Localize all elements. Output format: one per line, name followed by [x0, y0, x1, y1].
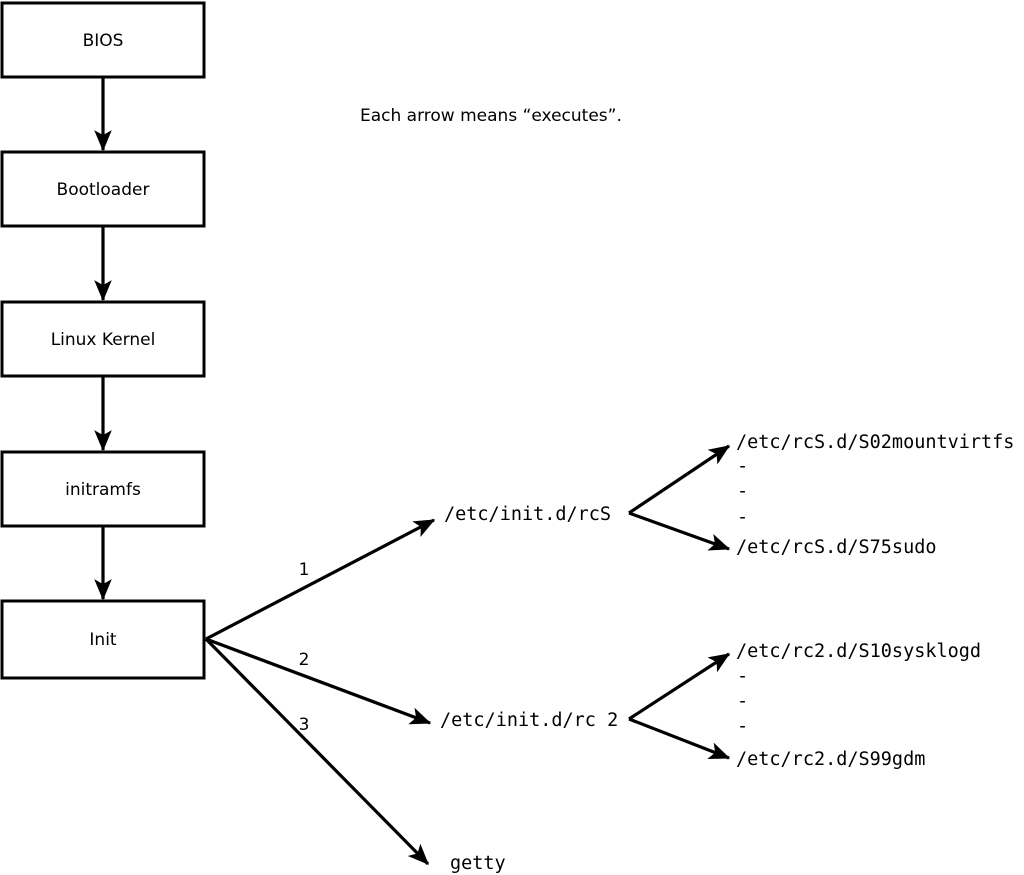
edge-rc2-to-first-script: [628, 652, 731, 721]
node-bootloader[interactable]: Bootloader: [0, 150, 206, 228]
ellipsis-dash-rc2-3: -: [737, 716, 748, 737]
node-label-bootloader: Bootloader: [57, 180, 150, 200]
node-label-bios: BIOS: [83, 31, 124, 51]
label-rcs-d-s75sudo[interactable]: /etc/rcS.d/S75sudo: [736, 537, 936, 558]
ellipsis-dash-rc2-1: -: [737, 666, 748, 687]
edge-number-3: 3: [299, 715, 310, 735]
node-bios[interactable]: BIOS: [0, 1, 206, 79]
edge-rcs-to-last-script: [628, 511, 731, 551]
node-label-initramfs: initramfs: [65, 480, 141, 500]
label-rc2-d-s99gdm[interactable]: /etc/rc2.d/S99gdm: [736, 749, 925, 770]
ellipsis-dash-rcs-3: -: [737, 507, 748, 528]
edge-rc2-to-last-script: [628, 717, 731, 760]
edge-number-1: 1: [299, 560, 310, 580]
edge-init-to-getty: [204, 637, 430, 866]
edge-number-2: 2: [299, 650, 310, 670]
node-box-init[interactable]: [0, 599, 206, 680]
ellipsis-dash-rcs-1: -: [737, 456, 748, 477]
ellipsis-dash-rc2-2: -: [737, 691, 748, 712]
ellipsis-dash-rcs-2: -: [737, 481, 748, 502]
node-label-init: Init: [89, 630, 117, 650]
label-getty[interactable]: getty: [450, 853, 506, 874]
node-box-bootloader[interactable]: [0, 150, 206, 228]
label-etc-init-d-rc2[interactable]: /etc/init.d/rc 2: [440, 710, 618, 731]
node-init[interactable]: Init: [0, 599, 206, 680]
edge-init-to-rcs: [205, 518, 436, 641]
legend-note: Each arrow means “executes”.: [360, 106, 622, 126]
edge-rcs-to-first-script: [628, 444, 731, 515]
edge-init-to-rc2: [205, 637, 432, 725]
label-rcs-d-s02mountvirtfs[interactable]: /etc/rcS.d/S02mountvirtfs: [736, 432, 1014, 453]
label-etc-init-d-rcs[interactable]: /etc/init.d/rcS: [444, 504, 611, 525]
label-rc2-d-s10sysklogd[interactable]: /etc/rc2.d/S10sysklogd: [736, 641, 981, 662]
node-label-linux-kernel: Linux Kernel: [51, 330, 156, 350]
node-box-initramfs[interactable]: [0, 450, 206, 528]
node-linux-kernel[interactable]: Linux Kernel: [0, 300, 206, 378]
node-box-bios[interactable]: [0, 1, 206, 79]
node-initramfs[interactable]: initramfs: [0, 450, 206, 528]
